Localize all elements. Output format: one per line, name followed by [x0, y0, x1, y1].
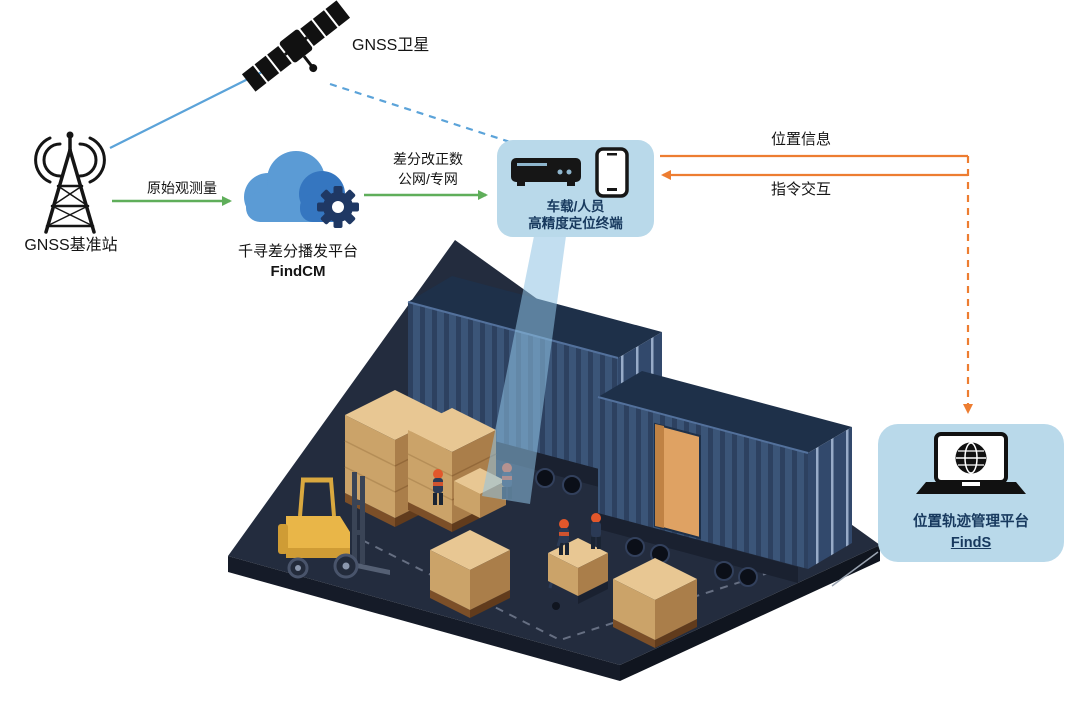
receiver-icon — [511, 158, 581, 186]
forklift — [278, 472, 390, 579]
cloud-platform-title: 千寻差分播发平台 — [237, 243, 358, 260]
terminal-panel: 车载/人员 高精度定位终端 — [497, 140, 654, 237]
lane-marking — [361, 539, 791, 642]
platform-icon — [916, 432, 1026, 494]
terminal-icons — [511, 147, 629, 198]
gnss-satellite-icon — [241, 0, 351, 92]
worker-4 — [591, 513, 601, 549]
carton-box-2 — [430, 530, 510, 618]
gear-icon — [317, 186, 359, 228]
worker-1 — [433, 469, 443, 505]
ground-side-right — [620, 545, 880, 681]
platform-label-subtitle: FindS — [950, 535, 992, 551]
satellite-label: GNSS卫星 — [352, 37, 430, 54]
smartphone-icon — [595, 147, 629, 198]
worker-3 — [556, 519, 569, 555]
command-interaction-label: 指令交互 — [770, 181, 831, 198]
cloud-platform-subtitle: FindCM — [270, 263, 326, 280]
platform-label-title: 位置轨迹管理平台 — [913, 514, 1029, 530]
position-info-label: 位置信息 — [770, 131, 831, 148]
shipping-container-2 — [597, 371, 852, 569]
radio-tower-icon — [34, 131, 106, 234]
satellite-to-base-link — [109, 71, 263, 149]
positioning-beam — [482, 236, 566, 504]
ground-side-left — [228, 556, 620, 681]
satellite-to-terminal-link — [329, 82, 511, 144]
corrections-label-line2: 公网/专网 — [398, 171, 458, 187]
management-platform-panel: 位置轨迹管理平台 FindS — [878, 424, 1064, 562]
terminal-label-line2: 高精度定位终端 — [528, 216, 623, 231]
base-station-label: GNSS基准站 — [24, 237, 118, 254]
raw-observation-label: 原始观测量 — [147, 180, 217, 196]
laptop-globe-icon — [916, 432, 1026, 494]
corrections-label-line1: 差分改正数 — [393, 151, 463, 167]
cloud-platform-icon — [244, 151, 359, 228]
carton-box-4 — [613, 558, 697, 648]
warehouse-scene — [228, 236, 880, 681]
platform-scene-callout — [831, 551, 879, 587]
terminal-label-line1: 车载/人员 — [546, 199, 605, 214]
